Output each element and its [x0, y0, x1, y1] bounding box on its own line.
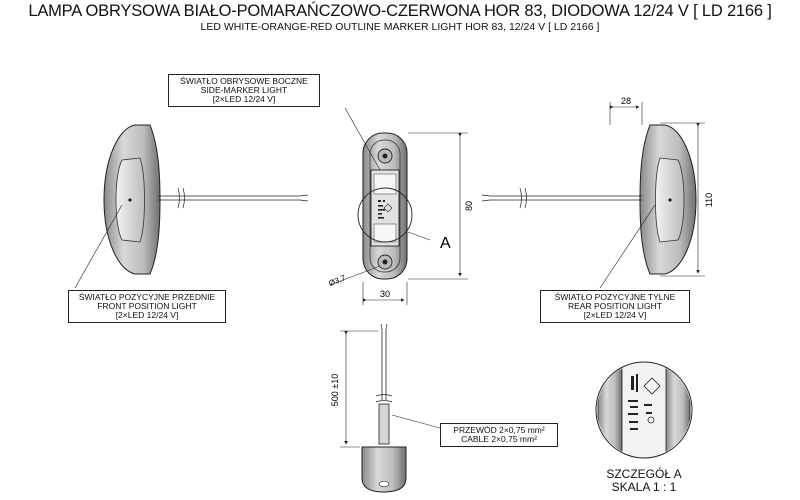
dim-height-front: 80 — [464, 201, 474, 211]
rear-dimensions — [609, 102, 705, 277]
detail-marker: A — [440, 235, 451, 252]
dim-cable-length: 500 ±10 — [330, 374, 340, 406]
callout-side-marker-spec: [2×LED 12/24 V] — [212, 94, 276, 104]
drawing-subtitle: LED WHITE-ORANGE-RED OUTLINE MARKER LIGH… — [200, 21, 600, 33]
callout-front-position-pl: ŚWIATŁO POZYCYJNE PRZEDNIE — [78, 292, 216, 302]
callout-side-marker-en: SIDE-MARKER LIGHT — [200, 85, 288, 95]
cable-dimension — [340, 330, 378, 448]
bottom-view-housing — [361, 446, 407, 493]
dim-height-rear: 110 — [704, 193, 714, 207]
callout-side-marker: ŚWIATŁO OBRYSOWE BOCZNE SIDE-MARKER LIGH… — [168, 74, 320, 107]
center-dimensions — [329, 132, 468, 305]
callout-front-position-spec: [2×LED 12/24 V] — [115, 310, 179, 320]
callout-cable-en: CABLE 2×0,75 mm² — [461, 434, 537, 444]
dim-hole: Ø3,7 — [327, 273, 347, 288]
detail-a-caption-scale: SKALA 1 : 1 — [611, 480, 677, 494]
callout-cable-pl: PRZEWÓD 2×0,75 mm² — [453, 425, 545, 435]
dim-width-front: 30 — [380, 289, 390, 299]
callout-front-position-en: FRONT POSITION LIGHT — [97, 301, 197, 311]
callout-side-marker-pl: ŚWIATŁO OBRYSOWE BOCZNE — [180, 76, 308, 86]
drawing-title: LAMPA OBRYSOWA BIAŁO-POMARAŃCZOWO-CZERWO… — [28, 2, 772, 20]
rear-view — [481, 124, 697, 289]
callout-rear-position: ŚWIATŁO POZYCYJNE TYLNE REAR POSITION LI… — [540, 290, 690, 323]
dim-width-rear: 28 — [621, 96, 631, 106]
callout-rear-position-en: REAR POSITION LIGHT — [568, 301, 662, 311]
callout-front-position: ŚWIATŁO POZYCYJNE PRZEDNIE FRONT POSITIO… — [68, 290, 226, 323]
detail-a-caption: SZCZEGÓŁ A SKALA 1 : 1 — [584, 468, 704, 494]
callout-cable: PRZEWÓD 2×0,75 mm² CABLE 2×0,75 mm² — [440, 423, 558, 447]
front-view — [74, 124, 309, 289]
callout-rear-position-spec: [2×LED 12/24 V] — [583, 310, 647, 320]
callout-rear-position-pl: ŚWIATŁO POZYCYJNE TYLNE — [554, 292, 676, 302]
detail-a-circle — [357, 187, 413, 243]
detail-a-caption-title: SZCZEGÓŁ A — [606, 467, 682, 481]
center-view — [344, 107, 431, 280]
detail-a — [595, 361, 693, 459]
bottom-view — [361, 323, 441, 493]
